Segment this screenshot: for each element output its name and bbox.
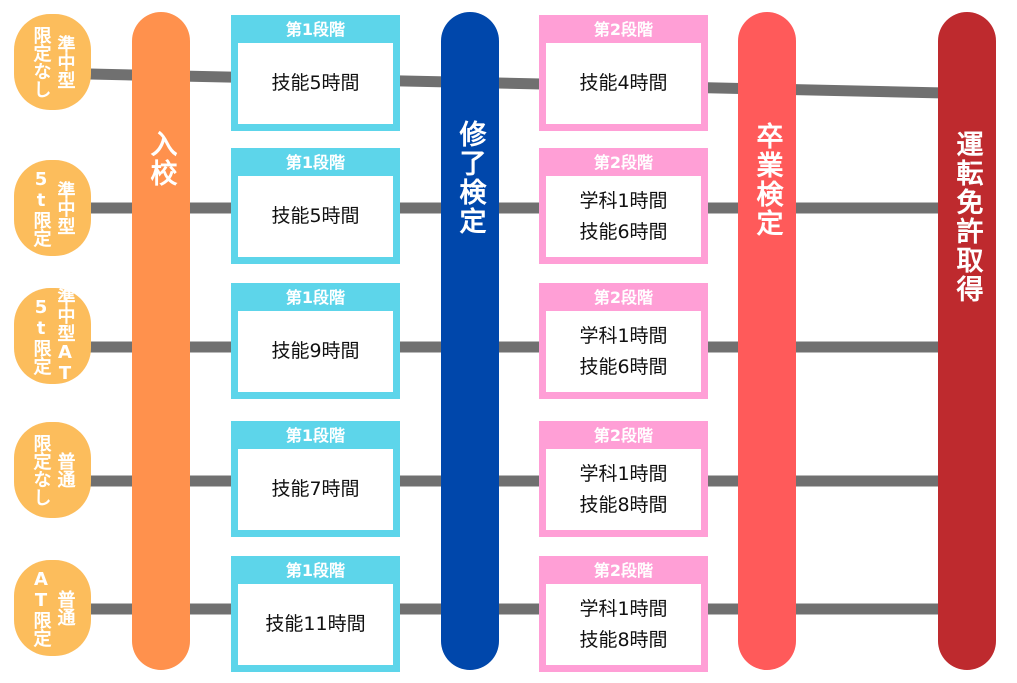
stage2-content: 学科1時間技能6時間 (546, 311, 701, 392)
license-type: 準中型 (54, 35, 76, 89)
stage2-hours: 学科1時間 (579, 462, 668, 485)
stage1-box: 第1段階技能9時間 (231, 283, 400, 399)
license-type: 準中型 (54, 181, 76, 235)
license-qualifier: 5t限定 (30, 169, 52, 247)
stage1-content: 技能5時間 (238, 176, 393, 257)
stage1-header: 第1段階 (285, 20, 346, 39)
stage2-hours: 学科1時間 (579, 189, 668, 212)
stage1-hours: 技能11時間 (265, 613, 366, 635)
stage2-hours: 技能6時間 (579, 355, 668, 378)
pillar-label: 卒業検定 (751, 122, 783, 238)
license-type-pill: 普通限定なし (14, 422, 91, 518)
pillar-mid-exam: 修了検定 (441, 12, 499, 670)
pillar-grad-exam: 卒業検定 (738, 12, 796, 670)
stage1-content: 技能5時間 (238, 43, 393, 124)
stage1-hours: 技能5時間 (271, 205, 360, 227)
stage1-content: 技能7時間 (238, 449, 393, 530)
stage1-content: 技能9時間 (238, 311, 393, 392)
license-qualifier: 5t限定 (30, 297, 52, 375)
pillar-label: 入校 (145, 130, 177, 188)
stage1-hours: 技能7時間 (271, 478, 360, 500)
pillar-entry: 入校 (132, 12, 190, 670)
stage1-box: 第1段階技能7時間 (231, 421, 400, 537)
stage2-box: 第2段階学科1時間技能8時間 (539, 556, 708, 672)
license-type: 準中型AT (54, 288, 76, 384)
license-type: 普通 (54, 590, 76, 626)
stage2-header: 第2段階 (593, 20, 654, 39)
stage2-header: 第2段階 (593, 426, 654, 445)
stage2-content: 技能4時間 (546, 43, 701, 124)
stage2-hours: 学科1時間 (579, 597, 668, 620)
stage2-hours: 技能6時間 (579, 220, 668, 243)
stage1-header: 第1段階 (285, 561, 346, 580)
stage1-box: 第1段階技能5時間 (231, 148, 400, 264)
stage1-hours: 技能9時間 (271, 340, 360, 362)
stage2-box: 第2段階技能4時間 (539, 15, 708, 131)
stage1-header: 第1段階 (285, 288, 346, 307)
stage2-content: 学科1時間技能8時間 (546, 449, 701, 530)
stage1-hours: 技能5時間 (271, 72, 360, 94)
license-type: 普通 (54, 452, 76, 488)
stage2-header: 第2段階 (593, 153, 654, 172)
stage2-box: 第2段階学科1時間技能8時間 (539, 421, 708, 537)
license-type-pill: 準中型限定なし (14, 14, 91, 110)
stage1-content: 技能11時間 (238, 584, 393, 665)
stage2-hours: 技能8時間 (579, 628, 668, 651)
stage1-box: 第1段階技能5時間 (231, 15, 400, 131)
stage2-content: 学科1時間技能6時間 (546, 176, 701, 257)
stage2-hours: 技能8時間 (579, 493, 668, 516)
stage1-box: 第1段階技能11時間 (231, 556, 400, 672)
license-qualifier: 限定なし (30, 434, 52, 506)
stage1-header: 第1段階 (285, 153, 346, 172)
license-qualifier: 限定なし (30, 26, 52, 98)
stage1-header: 第1段階 (285, 426, 346, 445)
stage2-box: 第2段階学科1時間技能6時間 (539, 283, 708, 399)
license-qualifier: AT限定 (30, 569, 52, 647)
pillar-label: 修了検定 (454, 120, 486, 236)
stage2-box: 第2段階学科1時間技能6時間 (539, 148, 708, 264)
pillar-license: 運転免許取得 (938, 12, 996, 670)
pillar-label: 運転免許取得 (951, 130, 983, 304)
stage2-content: 学科1時間技能8時間 (546, 584, 701, 665)
route-line-1 (89, 68, 946, 99)
stage2-hours: 学科1時間 (579, 324, 668, 347)
stage2-hours: 技能4時間 (579, 72, 668, 94)
stage2-header: 第2段階 (593, 288, 654, 307)
stage2-header: 第2段階 (593, 561, 654, 580)
